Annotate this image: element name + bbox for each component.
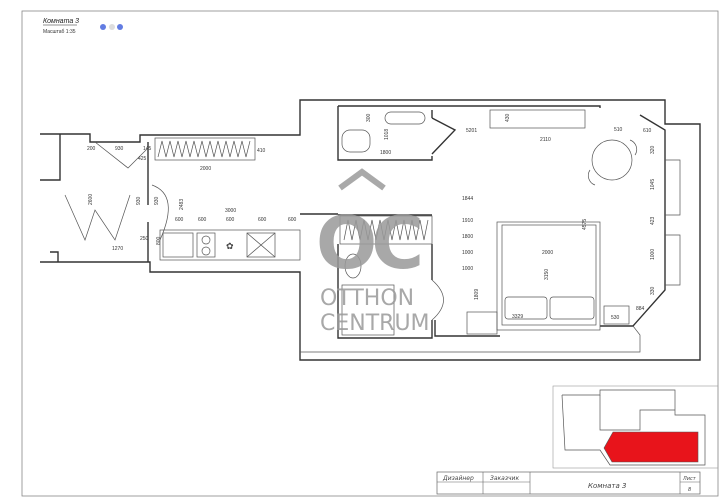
dimension-label: 300 — [366, 113, 372, 122]
flower-icon: ✿ — [226, 241, 234, 251]
dimension-label: 1809 — [474, 289, 480, 300]
wardrobe-corridor — [154, 137, 256, 161]
washbasin-icon — [344, 253, 362, 279]
wardrobe-bath — [339, 215, 433, 245]
bedroom-furniture — [466, 109, 638, 335]
dimension-label: 1800 — [380, 150, 391, 156]
dimension-label: 884 — [636, 306, 645, 312]
bathroom-fixtures — [341, 111, 426, 336]
dimension-label: 3000 — [225, 208, 236, 214]
dimension-label: 330 — [650, 286, 656, 295]
hob-icon — [196, 232, 216, 258]
dimension-label: OC — [316, 201, 420, 285]
sheet-title: Комната 3 — [588, 482, 626, 490]
dimension-label: 930 — [136, 196, 142, 205]
dimension-label: 145 — [143, 146, 152, 152]
dimension-label: 600 — [226, 217, 235, 223]
dimension-label: 410 — [257, 148, 266, 154]
dimension-label: 1018 — [384, 129, 390, 140]
nightstand-icon — [466, 311, 498, 335]
key-plan — [552, 385, 719, 469]
designer-label: Дизайнер — [442, 475, 474, 482]
dimension-label: 425 — [138, 156, 147, 162]
dimension-label: 930 — [115, 146, 124, 152]
client-label: Заказчик — [490, 475, 519, 482]
dimension-label: 800 — [156, 236, 162, 245]
dimension-labels: 200 930 145 425 2000 410 2600 930 930 24… — [87, 113, 656, 321]
dimension-label: 5201 — [466, 128, 477, 134]
dimension-label: 610 — [643, 128, 652, 134]
shower-icon — [341, 284, 395, 336]
dimension-label: 1270 — [112, 246, 123, 252]
dimension-label: 930 — [154, 196, 160, 205]
title-block: Дизайнер Заказчик Комната 3 Лист 8 — [436, 471, 701, 495]
dimension-label: 3150 — [544, 269, 550, 280]
blurred-marks — [100, 24, 123, 30]
dimension-label: 3329 — [512, 314, 523, 320]
dimension-label: 2110 — [540, 137, 551, 143]
dimension-label: 2000 — [542, 250, 553, 256]
dimension-label: 600 — [175, 217, 184, 223]
dimension-label: 600 — [258, 217, 267, 223]
shower-tray-icon — [246, 232, 276, 258]
round-table-icon — [591, 139, 633, 181]
toilet-icon — [341, 129, 371, 153]
dimension-label: 600 — [198, 217, 207, 223]
walls — [40, 99, 701, 361]
dimension-label: 2600 — [88, 194, 94, 205]
otthon-centrum-watermark: OC OTTHON CENTRUM — [316, 168, 430, 336]
dimension-label: 1844 — [462, 196, 473, 202]
dimension-label: 430 — [505, 113, 511, 122]
dimension-label: 1000 — [462, 266, 473, 272]
dimension-label: 250 — [140, 236, 149, 242]
dimension-label: 1000 — [462, 250, 473, 256]
sheet-border — [21, 10, 719, 497]
dimension-label: 1000 — [650, 249, 656, 260]
sheet-label: Лист — [682, 476, 697, 482]
doors — [64, 141, 444, 321]
dimension-label: 1910 — [462, 218, 473, 224]
kitchen-counter: ✿ — [159, 229, 301, 261]
dimension-label: 2000 — [200, 166, 211, 172]
dimension-label: 200 — [87, 146, 96, 152]
sink-icon — [162, 232, 194, 258]
dimension-label: CENTRUM — [320, 311, 430, 336]
highlighted-room — [603, 431, 699, 463]
dimension-label: 530 — [611, 315, 620, 321]
scale-label: Масштаб 1:35 — [43, 29, 76, 35]
dimension-label: 1800 — [462, 234, 473, 240]
room-title: Комната 3 — [43, 18, 79, 25]
dimension-label: 2483 — [179, 199, 185, 210]
dimension-label: 510 — [614, 127, 623, 133]
dimension-label: 1045 — [650, 179, 656, 190]
dimension-label: 4575 — [582, 219, 588, 230]
dimension-label: 600 — [288, 217, 297, 223]
dimension-label: 423 — [650, 216, 656, 225]
bathtub-icon — [384, 111, 426, 125]
bed-icon — [496, 221, 601, 331]
sheet-number: 8 — [688, 487, 691, 493]
dimension-label: 320 — [650, 145, 656, 154]
dimension-label: OTTHON — [320, 286, 414, 311]
